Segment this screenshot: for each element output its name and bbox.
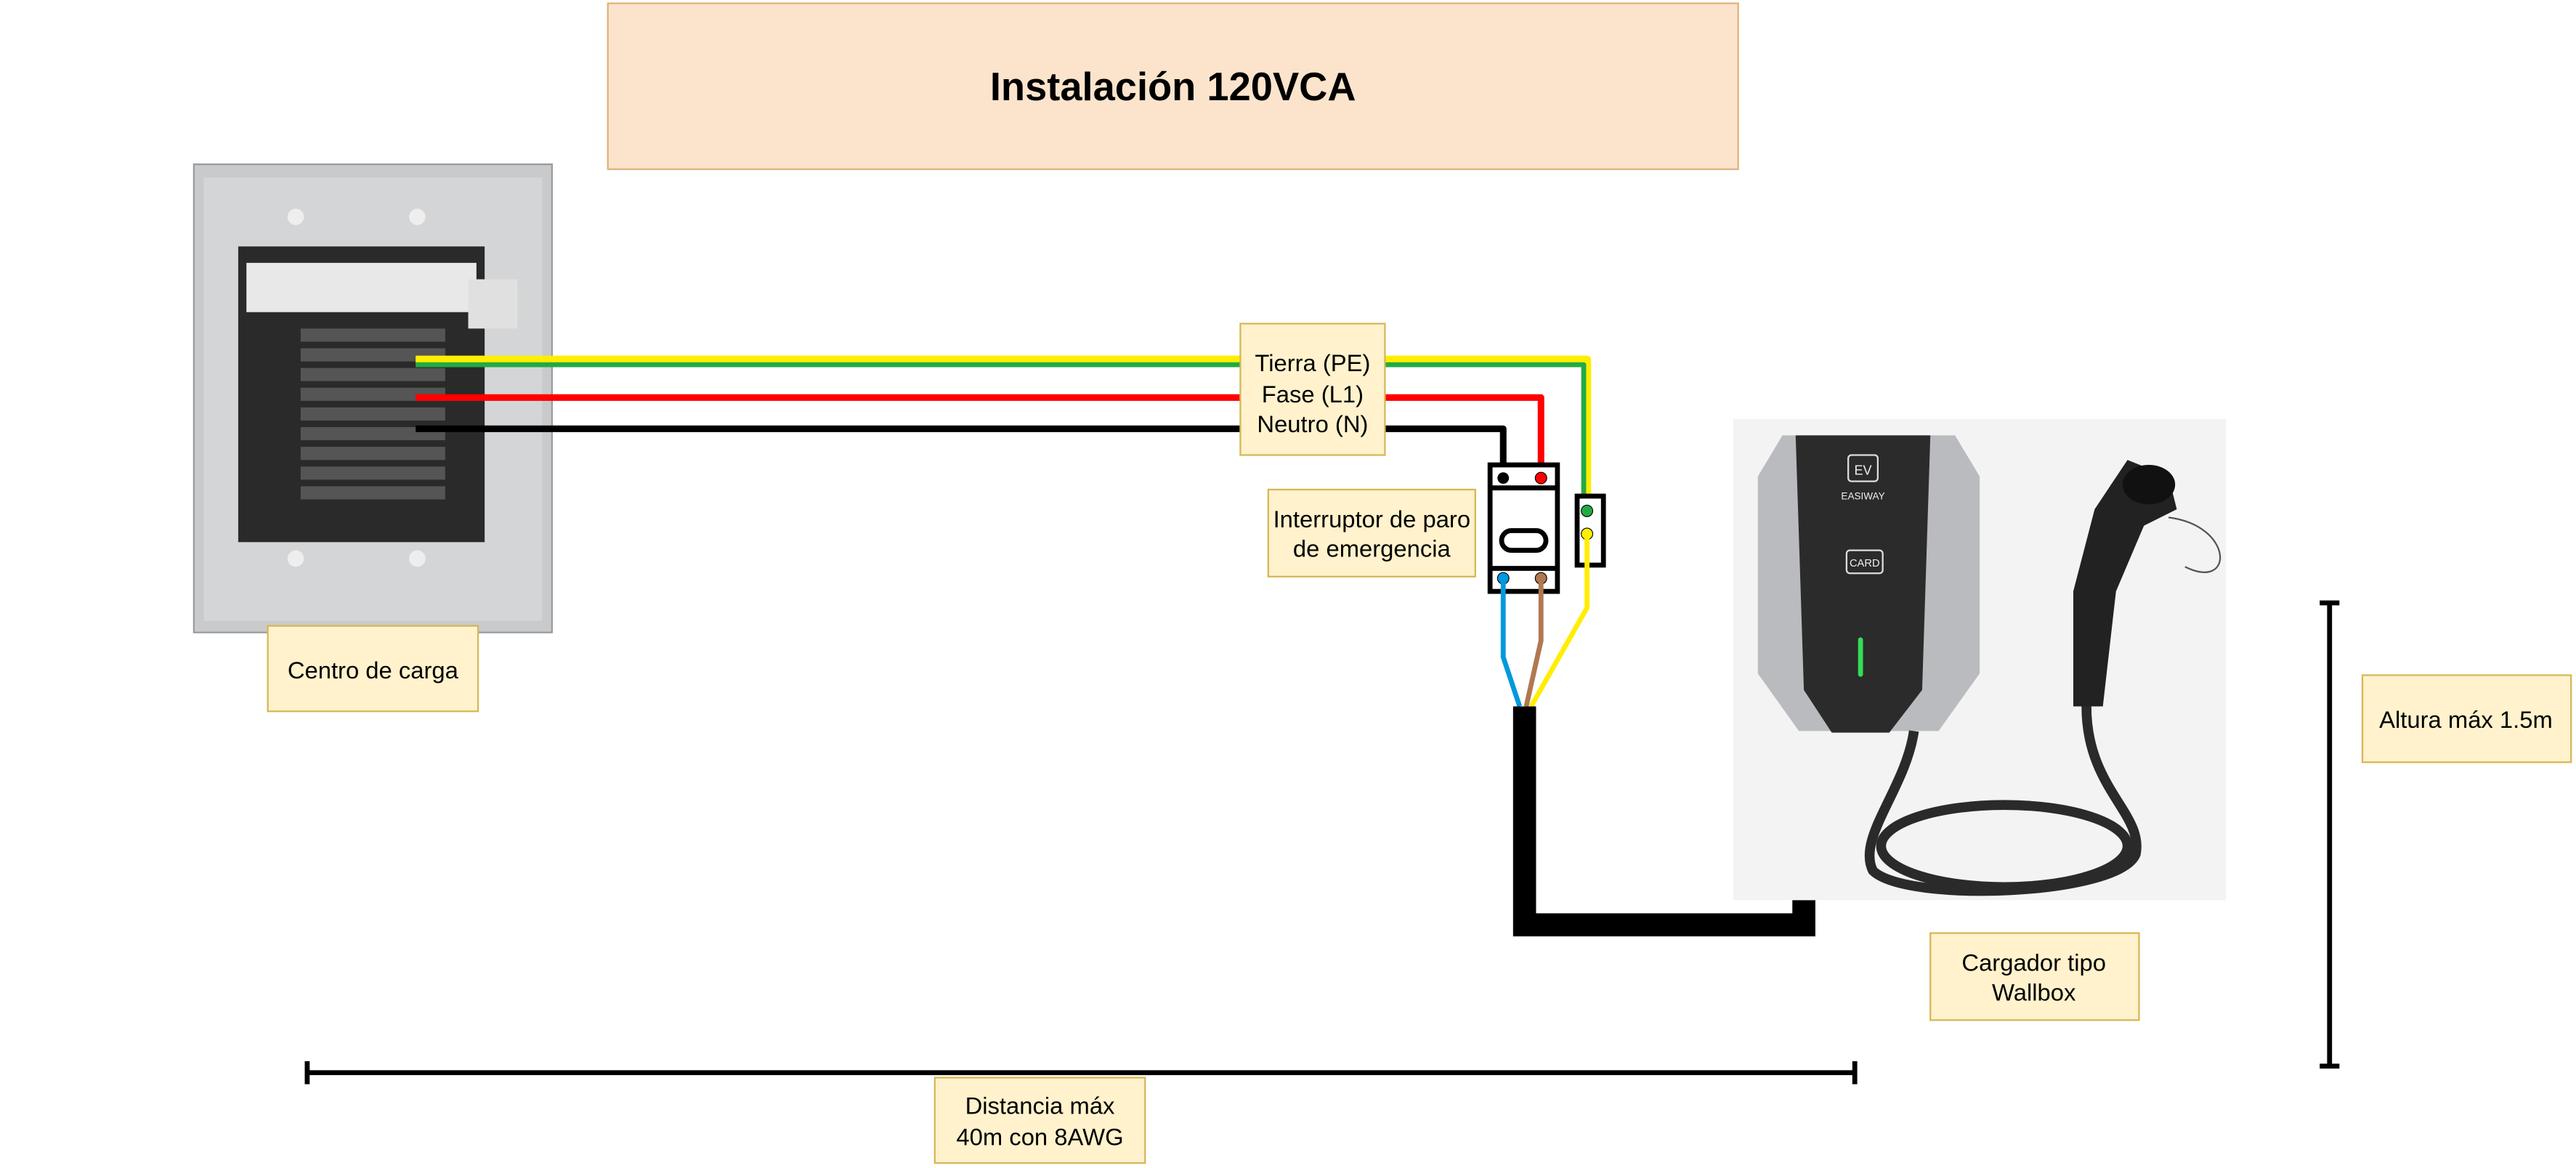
svg-text:Distancia máx: Distancia máx: [965, 1092, 1115, 1119]
svg-text:Cargador tipo: Cargador tipo: [1961, 949, 2106, 976]
svg-text:Interruptor de paro: Interruptor de paro: [1273, 506, 1471, 532]
neutral-wire: [416, 425, 1507, 476]
charger-brand: EASIWAY: [1841, 491, 1884, 502]
distance-dimension-line: [304, 1060, 1858, 1084]
supply-wires: [416, 355, 1592, 510]
load-center-label: Centro de carga: [267, 625, 479, 713]
output-wires: [1500, 534, 1589, 708]
svg-text:40m con 8AWG: 40m con 8AWG: [956, 1123, 1123, 1150]
status-led-icon: [1858, 637, 1863, 677]
emergency-switch: [1487, 462, 1606, 594]
charger-label: Cargador tipo Wallbox: [1929, 932, 2140, 1021]
switch-label: Interruptor de paro de emergencia: [1267, 488, 1476, 577]
height-dimension-line: [2320, 600, 2340, 1069]
diagram-title: Instalación 120VCA: [990, 65, 1356, 109]
svg-text:Tierra (PE): Tierra (PE): [1255, 349, 1370, 376]
svg-text:Altura máx 1.5m: Altura máx 1.5m: [2379, 706, 2553, 733]
svg-text:Centro de carga: Centro de carga: [288, 657, 459, 684]
wallbox-charger-image: EV EASIWAY CARD: [1733, 418, 2227, 901]
svg-text:Wallbox: Wallbox: [1992, 978, 2076, 1005]
distance-label: Distancia máx 40m con 8AWG: [933, 1076, 1146, 1164]
svg-text:de emergencia: de emergencia: [1293, 535, 1451, 562]
title-box: Instalación 120VCA: [607, 2, 1739, 171]
svg-text:Neutro (N): Neutro (N): [1257, 410, 1368, 437]
card-reader-label: CARD: [1850, 558, 1880, 569]
wire-labels: Tierra (PE) Fase (L1) Neutro (N): [1239, 323, 1386, 456]
phase-wire: [416, 394, 1544, 476]
ground-wire: [416, 355, 1592, 510]
charger-logo: EV: [1854, 463, 1871, 478]
height-label: Altura máx 1.5m: [2361, 674, 2572, 763]
svg-text:Fase (L1): Fase (L1): [1262, 381, 1364, 407]
